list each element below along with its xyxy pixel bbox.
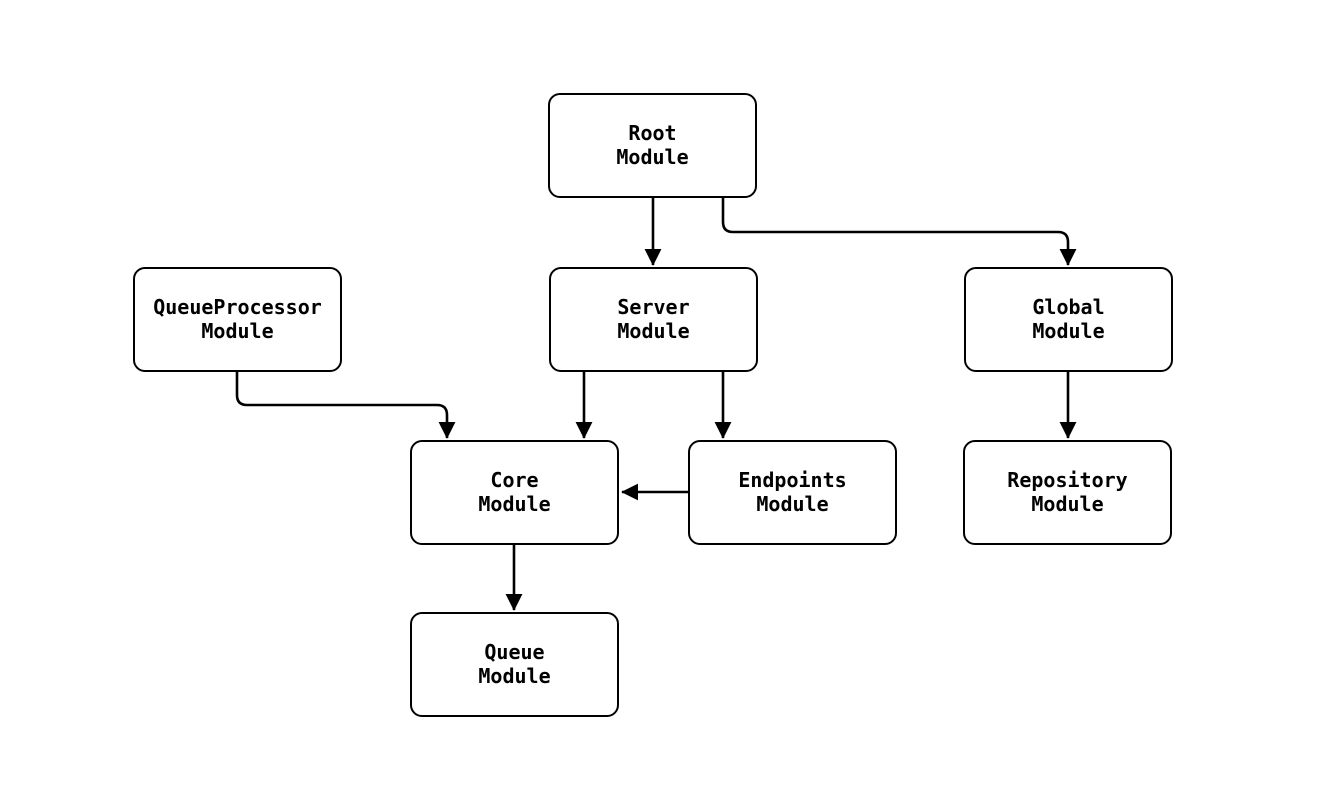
node-label-line1: Global [1032, 295, 1105, 319]
node-label-line1: Root [628, 121, 677, 145]
node-label-line2: Module [201, 318, 274, 343]
node-queue-module: Queue Module [410, 612, 619, 717]
node-label-line2: Module [478, 663, 551, 688]
node-server-module: Server Module [549, 267, 758, 372]
edge-root-to-global [721, 197, 1077, 266]
node-repository-module: Repository Module [963, 440, 1172, 545]
node-label-line2: Module [1032, 318, 1105, 343]
node-global-module: Global Module [964, 267, 1173, 372]
node-core-module: Core Module [410, 440, 619, 545]
node-root-module: Root Module [548, 93, 757, 198]
node-label-line2: Module [616, 144, 689, 169]
node-label-line1: Repository [1007, 468, 1128, 492]
node-label-line1: Queue [484, 640, 545, 664]
node-label-line2: Module [756, 491, 829, 516]
node-label-line1: Endpoints [738, 468, 847, 492]
node-label-line1: QueueProcessor [153, 295, 322, 319]
node-label-line2: Module [1031, 491, 1104, 516]
node-label-line2: Module [617, 318, 690, 343]
node-queueprocessor-module: QueueProcessor Module [133, 267, 342, 372]
node-label-line1: Server [617, 295, 690, 319]
node-label-line1: Core [490, 468, 539, 492]
node-endpoints-module: Endpoints Module [688, 440, 897, 545]
edge-queueprocessor-to-core [235, 371, 456, 439]
node-label-line2: Module [478, 491, 551, 516]
